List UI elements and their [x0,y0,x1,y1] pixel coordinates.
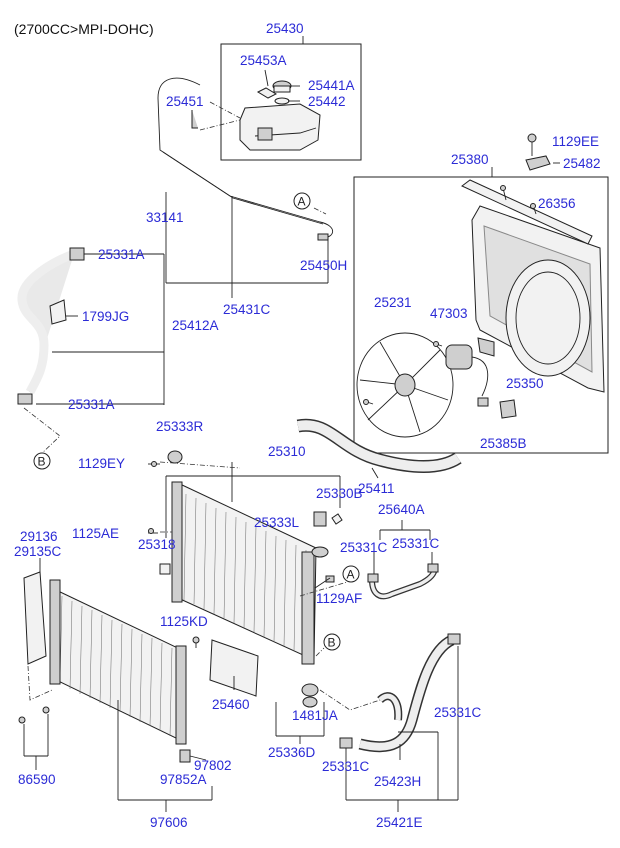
bracket-25318 [159,563,171,575]
fan-blade[interactable] [356,332,454,438]
label-1125ae: 1125AE [72,526,119,541]
label-97802: 97802 [194,758,232,773]
label-25231: 25231 [374,295,412,310]
label-25411: 25411 [358,481,395,496]
label-25430: 25430 [266,21,304,36]
ref-circle-a-top [293,192,311,210]
oil-cooler-25460[interactable] [209,639,259,697]
fan-motor[interactable] [445,344,489,407]
condenser-side-seal [23,571,47,665]
label-25412a: 25412A [172,318,219,333]
label-25333l: 25333L [254,515,300,530]
ref-b-mid-text: B [328,636,336,650]
radiator-cap[interactable] [311,546,329,558]
label-25640a: 25640A [378,502,425,517]
reservoir-cap[interactable] [272,80,292,93]
bolt-1125kd [192,636,200,644]
ref-circle-a-mid [342,565,360,583]
insulator-upper [301,683,319,697]
label-25421e: 25421E [376,815,423,830]
label-25431c: 25431C [223,302,271,317]
ref-b-left-text: B [38,455,46,469]
label-25350: 25350 [506,376,544,391]
clip-86590 [18,706,50,770]
label-25442: 25442 [308,94,346,109]
label-25330b: 25330B [316,486,363,501]
lower-hose-clamp-top [447,633,461,645]
label-25336d: 25336D [268,745,316,760]
drain-plug-25333l [313,511,327,527]
ref-circle-b-left [33,452,51,470]
label-25423h: 25423H [374,774,421,789]
label-25380: 25380 [451,152,489,167]
label-25441a: 25441A [308,78,355,93]
label-25331c-4: 25331C [322,759,370,774]
label-25331c-3: 25331C [434,705,482,720]
fan-group-box [353,176,609,454]
label-25451: 25451 [166,94,204,109]
overflow-hose[interactable] [157,77,334,239]
lower-hose-clamp-bottom [339,737,353,749]
hose-clamp-bottom [17,393,33,405]
label-25453a: 25453A [240,53,287,68]
label-86590: 86590 [18,772,56,787]
label-26356: 26356 [538,196,576,211]
bolt-1125ae [148,528,154,534]
label-1129ee: 1129EE [552,134,599,149]
label-25450h: 25450H [300,258,347,273]
radiator-core[interactable] [171,481,317,665]
label-33141: 33141 [146,210,184,225]
label-97852a: 97852A [160,772,207,787]
receiver-drier-cap [179,749,191,763]
mounting-bracket[interactable] [525,155,551,171]
label-1481ja: 1481JA [292,708,338,723]
label-1799jg: 1799JG [82,309,129,324]
fan-shroud[interactable] [461,179,605,393]
label-25460: 25460 [212,697,250,712]
label-25310: 25310 [268,444,306,459]
label-25482: 25482 [563,156,601,171]
condenser-core[interactable] [49,579,187,745]
label-25333r: 25333R [156,419,204,434]
label-1129ey: 1129EY [78,456,125,471]
hose-bracket-1799jg [49,299,67,325]
upper-radiator-hose[interactable] [21,253,75,393]
ref-a-mid-text: A [347,568,355,582]
label-25318: 25318 [138,537,176,552]
label-25331a-bottom: 25331A [68,397,115,412]
drain-cock-25330b [331,513,343,525]
cap-label-plate [256,87,278,99]
label-29136: 29136 [20,529,58,544]
label-25331c-2: 25331C [392,536,440,551]
insulator-lower [302,696,318,708]
label-29135c: 29135C [14,544,62,559]
engine-spec-header: (2700CC>MPI-DOHC) [14,21,154,37]
label-1125kd: 1125KD [160,614,208,629]
overflow-pipe-clip [191,110,198,129]
label-1129af: 1129AF [316,591,362,606]
label-25331c-1: 25331C [340,540,388,555]
label-25385b: 25385B [480,436,527,451]
fan-connector[interactable] [499,399,517,419]
bolt-1129ey [151,461,157,467]
reservoir-group-box [220,43,362,161]
hose-clamp-top [69,247,85,261]
cap-seal-ring [274,97,290,105]
reservoir-tank[interactable] [239,103,321,151]
label-47303: 47303 [430,306,468,321]
ref-a-top-text: A [298,195,306,209]
motor-connector [477,337,495,357]
label-25331a-top: 25331A [98,247,145,262]
ref-circle-b-mid [323,633,341,651]
label-97606: 97606 [150,815,188,830]
mount-insulator-25333r [167,450,183,464]
